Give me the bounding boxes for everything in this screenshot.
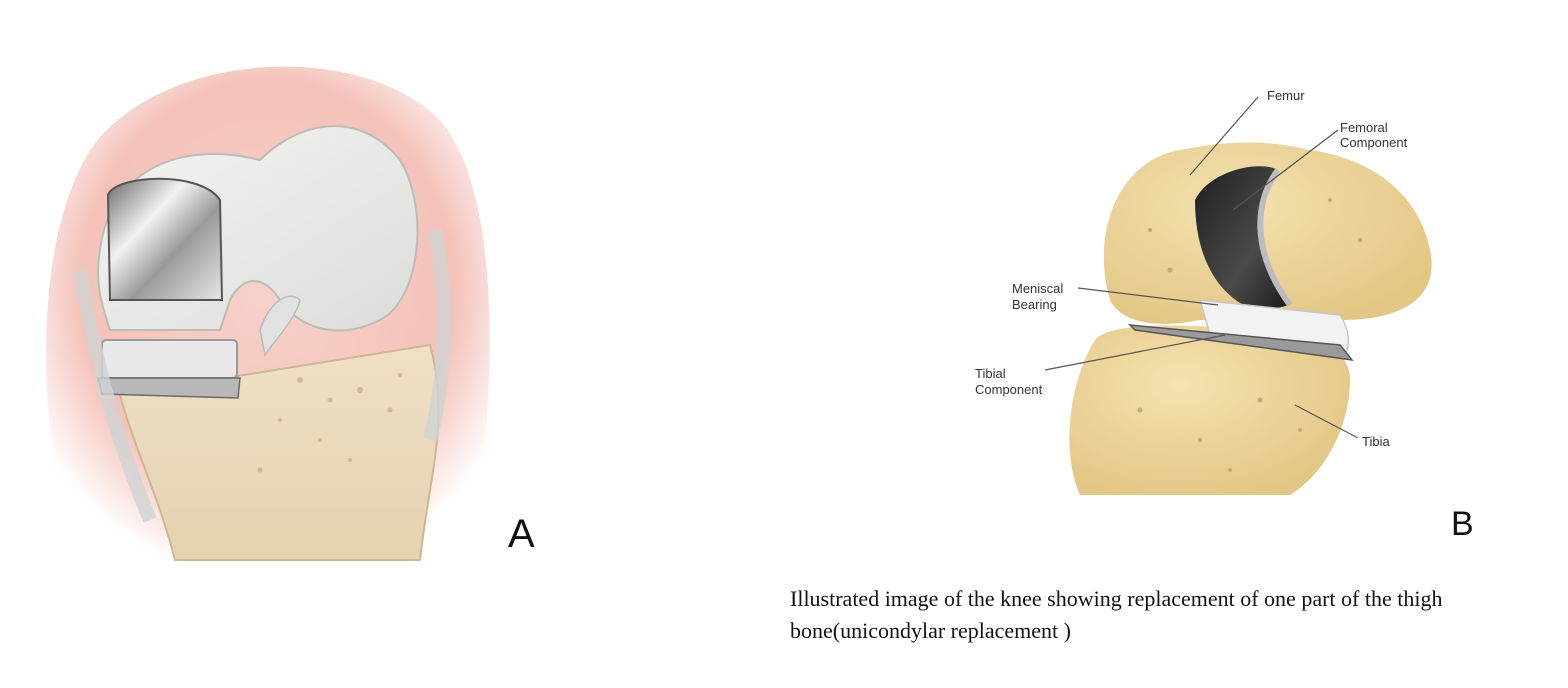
caption-line-1: Illustrated image of the knee showing re… <box>790 586 1443 611</box>
label-femur: Femur <box>1267 88 1305 103</box>
label-tibia: Tibia <box>1362 434 1390 449</box>
figure-caption: Illustrated image of the knee showing re… <box>790 583 1560 647</box>
panel-letter-a: A <box>508 512 535 556</box>
panel-letter-b: B <box>1451 505 1474 543</box>
label-tibial-component-1: Tibial <box>975 366 1006 381</box>
label-tibial-component-2: Component <box>975 382 1043 397</box>
label-femoral-component-2: Component <box>1340 135 1408 150</box>
knee-illustration-a: A <box>0 0 620 688</box>
caption-line-2: bone(unicondylar replacement ) <box>790 618 1071 643</box>
label-femoral-component-1: Femoral <box>1340 120 1388 135</box>
label-meniscal-bearing-1: Meniscal <box>1012 281 1064 296</box>
label-meniscal-bearing-2: Bearing <box>1012 297 1057 312</box>
knee-drawing-a <box>46 66 490 561</box>
